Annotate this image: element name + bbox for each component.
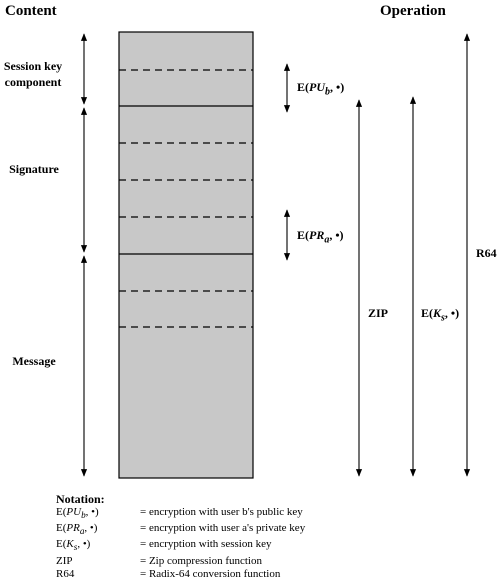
notation-row: ZIP= Zip compression function <box>56 554 262 567</box>
packet-outline <box>118 31 254 479</box>
notation-row: R64= Radix-64 conversion function <box>56 567 281 580</box>
section-message: Message <box>12 354 56 368</box>
op-label-e-pra: E(PRa, •) <box>297 228 344 246</box>
op-label-e-ks: E(Ks, •) <box>421 306 460 324</box>
field-separators <box>119 69 253 328</box>
section-session-key-line-1: Session key <box>3 59 63 73</box>
section-signature: Signature <box>9 162 59 176</box>
section-session-key-line-2: component <box>4 75 62 89</box>
op-label-zip: ZIP <box>368 306 389 320</box>
op-label-e-pub: E(PUb, •) <box>297 80 345 98</box>
content-header: Content <box>5 3 57 19</box>
op-label-r64: R64 <box>476 246 497 260</box>
notation-legend: Notation: E(PUb, •)= encryption with use… <box>56 493 305 581</box>
notation-title: Notation: <box>56 492 105 506</box>
section-session-key: Session key component <box>0 58 66 90</box>
operation-header: Operation <box>380 3 446 19</box>
notation-row: E(Ks, •)= encryption with session key <box>56 538 272 553</box>
notation-row: E(PUb, •)= encryption with user b's publ… <box>56 506 303 521</box>
notation-row: E(PRa, •)= encryption with user a's priv… <box>56 522 306 537</box>
